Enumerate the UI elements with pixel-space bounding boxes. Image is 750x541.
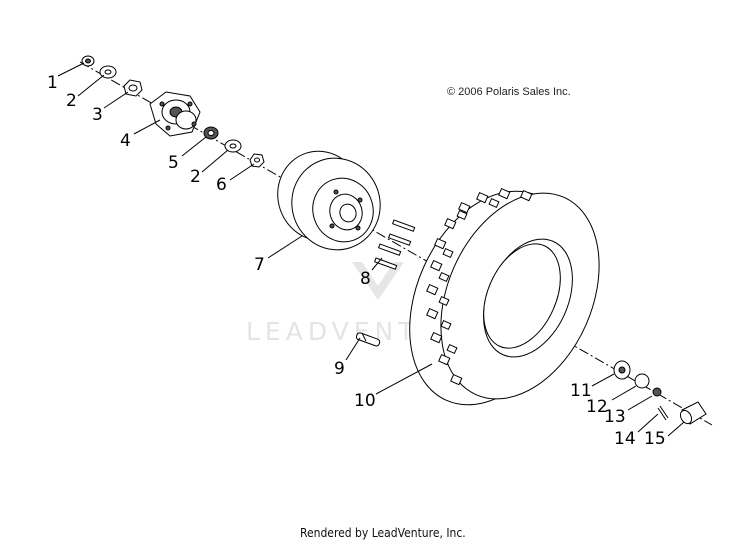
part-bolts-8 xyxy=(373,219,416,270)
callout-11: 11 xyxy=(570,381,592,401)
part-nut-13 xyxy=(652,387,662,397)
part-nut-1 xyxy=(81,55,95,67)
callout-8: 8 xyxy=(360,269,371,289)
part-valve-stem-9 xyxy=(355,332,381,347)
callout-15: 15 xyxy=(644,429,666,449)
part-spacer-12 xyxy=(634,373,650,389)
part-bearing-5 xyxy=(203,126,219,140)
callout-1: 1 xyxy=(47,73,58,93)
callout-14: 14 xyxy=(614,429,636,449)
callouts: 1 2 3 4 5 2 6 7 8 9 10 11 12 13 14 15 xyxy=(47,73,666,449)
callout-9: 9 xyxy=(334,359,345,379)
callout-7: 7 xyxy=(254,255,265,275)
callout-2: 2 xyxy=(66,91,77,111)
callout-2b: 2 xyxy=(190,167,201,187)
watermark-logo-icon xyxy=(352,262,404,300)
part-tire-10 xyxy=(409,187,600,406)
part-hub-4 xyxy=(149,91,201,137)
leader-lines xyxy=(57,62,685,437)
part-cap-15 xyxy=(679,401,707,425)
part-rim-7 xyxy=(277,150,381,251)
tire-tread xyxy=(426,187,533,386)
part-washer-2b xyxy=(224,139,242,153)
callout-3: 3 xyxy=(92,105,103,125)
callout-4: 4 xyxy=(120,131,131,151)
part-nut-3 xyxy=(123,79,143,97)
part-cotter-pin-14 xyxy=(657,405,669,421)
callout-5: 5 xyxy=(168,153,179,173)
callout-12: 12 xyxy=(586,397,608,417)
footer-text: Rendered by LeadVenture, Inc. xyxy=(300,526,466,540)
callout-6: 6 xyxy=(216,175,227,195)
copyright-text: © 2006 Polaris Sales Inc. xyxy=(447,86,571,98)
part-washer-11 xyxy=(613,360,631,380)
callout-10: 10 xyxy=(354,391,376,411)
callout-13: 13 xyxy=(604,407,626,427)
